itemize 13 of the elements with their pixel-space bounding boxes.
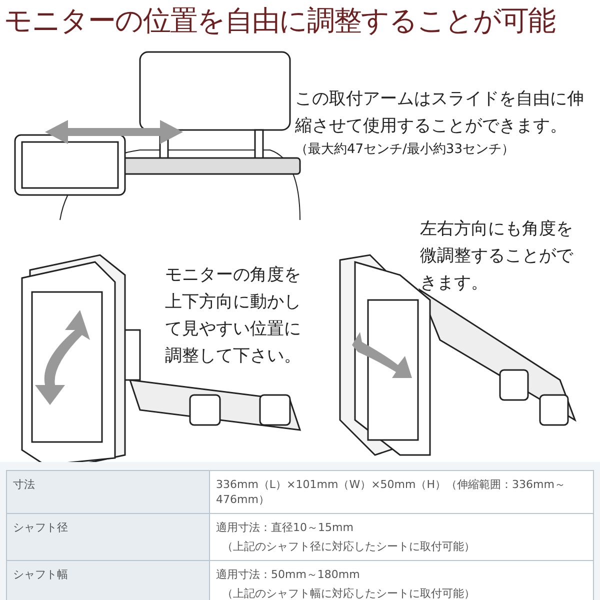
spec-name: シャフト幅 xyxy=(6,560,210,600)
heading: モニターの位置を自由に調整することが可能 xyxy=(4,3,555,39)
caption-text: この取付アームはスライドを自由に伸縮させて使用することができます。 xyxy=(295,88,585,138)
spec-value: 適用寸法：直径10～15mm xyxy=(216,520,354,535)
caption-text: （最大約47センチ/最小約33センチ） xyxy=(295,141,516,158)
spec-name: 寸法 xyxy=(6,470,210,514)
spec-value: 336mm（L）×101mm（W）×50mm（H）（伸縮範囲：336mm～476mm） xyxy=(216,477,566,507)
caption-text: 左右方向にも角度を微調整することができます。 xyxy=(420,218,574,295)
caption-text: モニターの角度を上下方向に動かして見やすい位置に調整して下さい。 xyxy=(165,264,302,368)
spec-note: （上記のシャフト径に対応したシートに取付可能） xyxy=(221,539,476,554)
spec-note: （上記のシャフト幅に対応したシートに取付可能） xyxy=(221,586,476,600)
spec-value: 適用寸法：50mm～180mm xyxy=(216,567,361,582)
spec-name: シャフト径 xyxy=(6,514,210,560)
